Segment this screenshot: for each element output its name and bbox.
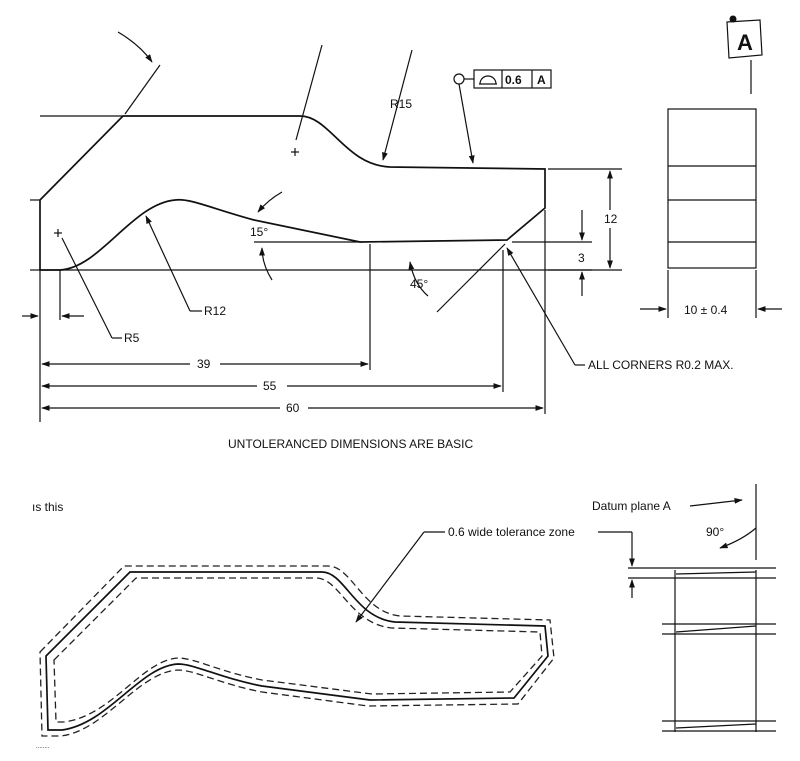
fcf-leader-dot — [453, 73, 465, 85]
bottom-side-view — [628, 567, 776, 732]
tolerance-outer-boundary — [39, 565, 555, 737]
side-view: 10 ± 0.4 — [640, 108, 782, 318]
width-dimension: 10 ± 0.4 — [684, 303, 728, 317]
left-fragment-text: ıs this — [32, 500, 63, 514]
basic-dimensions-note: UNTOLERANCED DIMENSIONS ARE BASIC — [228, 437, 473, 451]
fcf-leader — [458, 83, 475, 164]
part-outline — [39, 115, 546, 271]
datum-plane-leader — [689, 497, 743, 507]
r12-label: R12 — [204, 304, 226, 318]
actual-part-profile — [45, 571, 549, 731]
dimension-3: 3 — [578, 251, 585, 265]
angle-90: 90° — [706, 525, 724, 539]
r15-center-line — [295, 44, 323, 141]
r15-leader — [382, 49, 413, 161]
tolerance-zone-leader — [355, 531, 425, 623]
r5-label: R5 — [124, 331, 140, 345]
fcf-tolerance: 0.6 — [505, 73, 522, 87]
datum-a-box: A — [726, 15, 763, 94]
r15-label: R15 — [390, 97, 412, 111]
dimension-55: 55 — [263, 379, 277, 393]
tolerance-inner-boundary — [53, 577, 543, 723]
bottom-drawing: ıs this Datum plane A 90° 0.6 wide toler… — [32, 484, 776, 750]
angle-arc-upper — [117, 31, 153, 63]
angle-45: 45° — [410, 277, 428, 291]
datum-a-letter: A — [737, 30, 753, 55]
dimension-60: 60 — [286, 401, 300, 415]
profile-surface-icon — [479, 75, 497, 85]
tolerance-zone-label: 0.6 wide tolerance zone — [448, 525, 575, 539]
fcf-box — [473, 69, 552, 89]
angle-15: 15° — [250, 225, 268, 239]
feature-control-frame: 0.6 A — [453, 69, 552, 164]
datum-plane-label: Datum plane A — [592, 499, 671, 513]
dimension-12: 12 — [604, 212, 618, 226]
dimension-39: 39 — [197, 357, 211, 371]
fcf-datum: A — [537, 73, 546, 87]
angle-extension-upper — [124, 64, 161, 115]
footer-mark: ........ — [36, 744, 50, 750]
top-drawing: R15 0.6 A A — [22, 15, 782, 451]
corner-note: ALL CORNERS R0.2 MAX. — [588, 358, 734, 372]
